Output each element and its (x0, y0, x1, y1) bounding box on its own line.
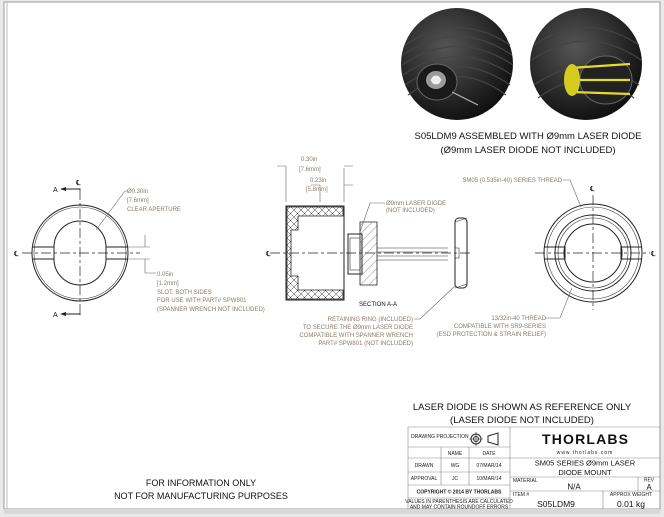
info-note-line2: NOT FOR MANUFACTURING PURPOSES (114, 491, 288, 501)
section-marker-top: A (53, 187, 58, 194)
slot-note1: SLOT, BOTH SIDES (157, 290, 212, 296)
front-view: A A ℄ ℄ Ø0.30in [7.6mm] CLEAR APERTURE 0… (13, 180, 265, 319)
thorlabs-website: www.thorlabs.com (557, 450, 614, 456)
aperture-dim-mm: [7.6mm] (127, 198, 149, 204)
description-line1: SM05 SERIES Ø9mm LASER (535, 459, 636, 468)
ring-note1: RETAINING RING (INCLUDED) (328, 317, 413, 323)
rear-view: ℄ ℄ SM05 (0.535in-40) SERIES THREAD 13/3… (437, 178, 656, 338)
thorlabs-logo: THORLABS (542, 431, 628, 447)
rev-label: REV (644, 478, 655, 484)
weight-label: APPROX WEIGHT (610, 492, 652, 498)
slot-dim-in: 0.05in (157, 272, 173, 278)
material-value: N/A (567, 483, 581, 492)
render-assembled-rear (530, 8, 642, 120)
ring-note3: COMPATIBLE WITH SPANNER WRENCH (299, 333, 413, 339)
slot-dim-mm: [1.2mm] (157, 281, 179, 287)
approval-date: 10/MAR/14 (476, 476, 501, 482)
inner-thread-note1: 13/32in-40 THREAD (491, 316, 546, 322)
render-caption-line1: S05LDM9 ASSEMBLED WITH Ø9mm LASER DIODE (414, 131, 641, 142)
reference-note-line1: LASER DIODE IS SHOWN AS REFERENCE ONLY (413, 402, 632, 413)
title-block: DRAWING PROJECTION NAME DATE DRAWN WG 07… (405, 426, 660, 510)
section-dim2-mm: [5.8mm] (306, 187, 328, 193)
render-assembled-front (401, 8, 514, 120)
description-line2: DIODE MOUNT (558, 468, 612, 477)
inner-thread-note3: (ESD PROTECTION & STRAIN RELIEF) (437, 332, 546, 338)
item-label: ITEM # (513, 492, 529, 498)
copyright: COPYRIGHT © 2014 BY THORLABS (417, 489, 502, 496)
approval-label: APPROVAL (411, 476, 438, 482)
section-dim1-mm: [7.6mm] (299, 167, 321, 173)
slot-note3: (SPANNER WRENCH NOT INCLUDED) (157, 307, 265, 313)
item-value: S05LDM9 (537, 499, 575, 509)
weight-value: 0.01 kg (617, 499, 645, 509)
section-view: ℄ 0.30in [7.6mm] 0.23in [5.8mm] Ø9mm LAS… (265, 157, 470, 347)
section-dim1-in: 0.30in (301, 157, 317, 163)
centerline-symbol-v: ℄ (75, 180, 81, 187)
disclaimer-line1: VALUES IN PARENTHESIS ARE CALCULATED (405, 499, 513, 505)
info-note-line1: FOR INFORMATION ONLY (146, 478, 256, 488)
centerline-symbol-h: ℄ (13, 251, 19, 258)
projection-symbol-icon (469, 432, 499, 446)
aperture-note: CLEAR APERTURE (127, 207, 181, 213)
aperture-dim-in: Ø0.30in (127, 189, 148, 195)
disclaimer-line2: AND MAY CONTAIN ROUNDOFF ERRORS (410, 504, 509, 510)
section-dim2-in: 0.23in (310, 178, 326, 184)
rear-thread-note: SM05 (0.535in-40) SERIES THREAD (462, 178, 562, 184)
drawn-name: WG (451, 463, 460, 469)
rev-value: A (646, 483, 652, 492)
name-header: NAME (448, 451, 463, 457)
ring-note4: PART# SPW801 (NOT INCLUDED) (318, 341, 413, 347)
date-header: DATE (483, 451, 497, 457)
centerline-symbol-section: ℄ (265, 251, 271, 258)
slot-note2: FOR USE WITH PART# SPW801 (157, 298, 247, 304)
reference-note-line2: (LASER DIODE NOT INCLUDED) (450, 415, 594, 426)
render-caption-line2: (Ø9mm LASER DIODE NOT INCLUDED) (440, 145, 615, 156)
centerline-symbol-rear-v: ℄ (589, 186, 595, 193)
inner-thread-note2: COMPATIBLE WITH SR9-SERIES (454, 324, 546, 330)
material-label: MATERIAL (513, 478, 538, 484)
diode-note1: Ø9mm LASER DIODE (386, 201, 446, 207)
section-title: SECTION A-A (359, 302, 397, 308)
approval-name: JC (452, 476, 459, 482)
ring-note2: TO SECURE THE Ø9mm LASER DIODE (303, 325, 413, 331)
drawn-date: 07/MAR/14 (476, 463, 501, 469)
diode-note2: (NOT INCLUDED) (386, 208, 435, 214)
drawing-projection-label: DRAWING PROJECTION (411, 434, 469, 440)
drawn-label: DRAWN (415, 463, 434, 469)
section-marker-bottom: A (53, 312, 58, 319)
centerline-symbol-rear-h: ℄ (650, 251, 656, 258)
